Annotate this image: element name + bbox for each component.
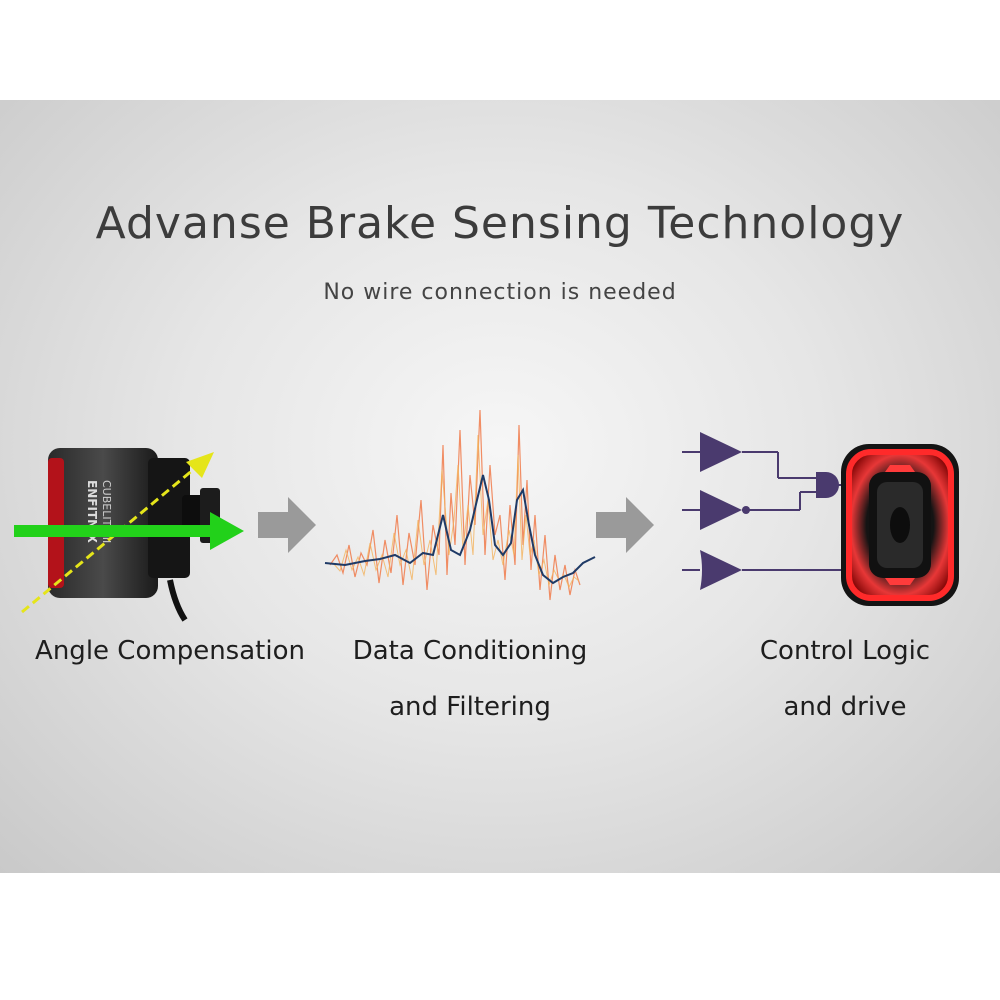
logic-gate-diagram	[682, 432, 845, 590]
and-gate	[816, 472, 839, 498]
page-title: Advanse Brake Sensing Technology	[95, 198, 905, 249]
flow-arrow-1	[258, 497, 316, 553]
amplifier-gate-1	[700, 432, 742, 472]
step-label-line: and Filtering	[389, 692, 551, 722]
signal-waveform	[324, 409, 596, 601]
step-label-line: and drive	[783, 692, 907, 722]
step-label-line: Angle Compensation	[35, 636, 305, 666]
horizontal-arrow	[14, 512, 244, 550]
flow-arrow-2	[596, 497, 654, 553]
tail-light-illustration	[841, 444, 959, 606]
step-label-data-conditioning: Data Conditioning and Filtering	[330, 623, 610, 735]
page-subtitle: No wire connection is needed	[323, 280, 677, 305]
filtered-signal-line	[324, 474, 596, 585]
amplifier-gate-2	[700, 490, 742, 530]
device-body	[48, 448, 220, 622]
comparator-gate	[700, 550, 742, 590]
raw-signal-line	[329, 409, 581, 601]
diagram-panel: Advanse Brake Sensing Technology No wire…	[0, 100, 1000, 873]
step-label-control-logic: Control Logic and drive	[730, 623, 960, 735]
angle-compensation-illustration: ENFITNIX CUBELITE II	[14, 448, 244, 622]
diagonal-arrow	[21, 452, 214, 614]
step-label-angle-compensation: Angle Compensation	[20, 623, 320, 679]
step-label-line: Data Conditioning	[352, 636, 588, 666]
step-label-line: Control Logic	[759, 636, 931, 666]
